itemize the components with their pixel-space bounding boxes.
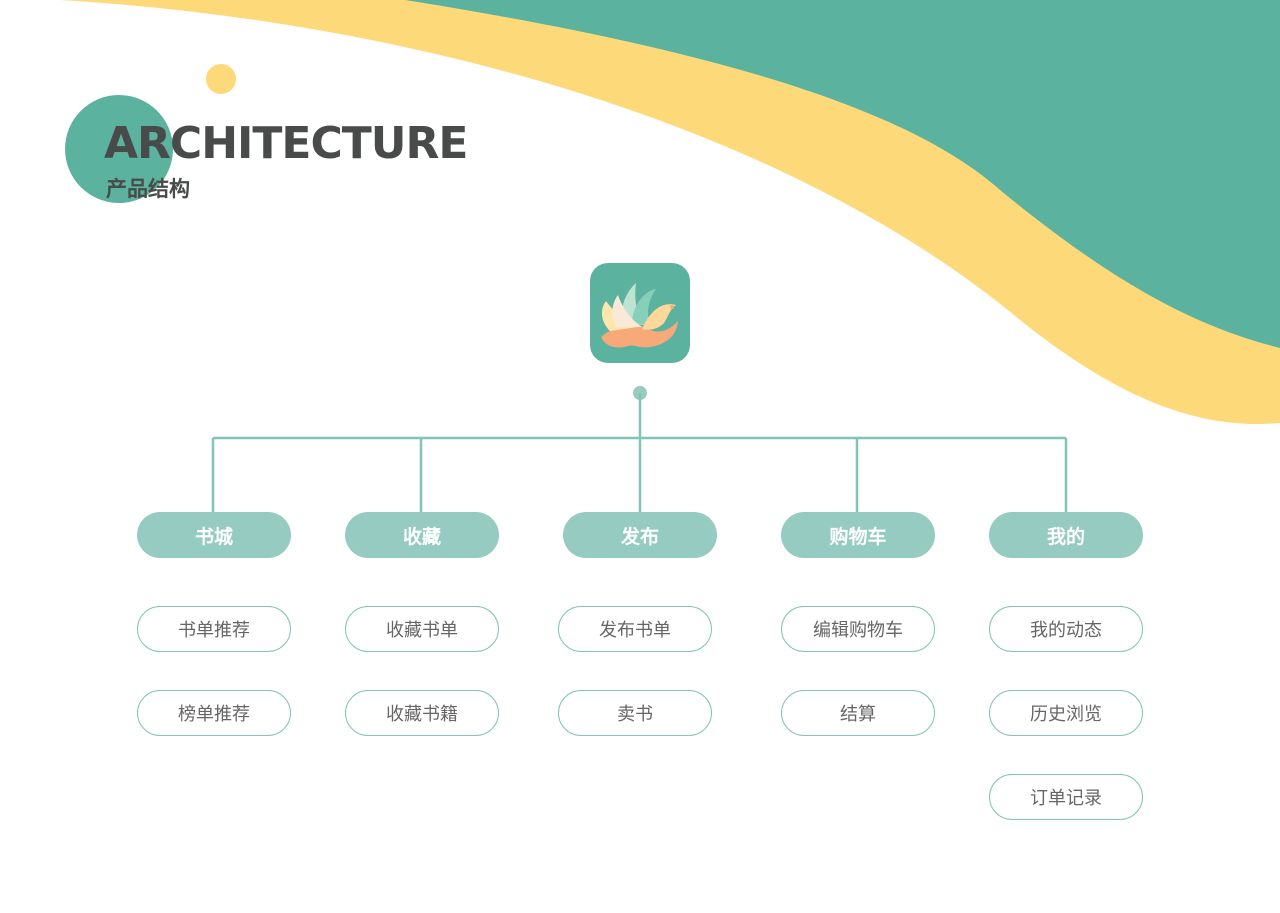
- sub-node-lishi-liulan[interactable]: 历史浏览: [989, 690, 1143, 736]
- sub-node-jiesuan[interactable]: 结算: [781, 690, 935, 736]
- sub-node-shoucang-shudan[interactable]: 收藏书单: [345, 606, 499, 652]
- category-node-shucheng[interactable]: 书城: [137, 512, 291, 558]
- teal-wave: [405, 0, 1280, 348]
- sub-node-bianji-gouwuche[interactable]: 编辑购物车: [781, 606, 935, 652]
- book-bird-logo-icon: [590, 263, 690, 363]
- sub-node-dingdan-jilu[interactable]: 订单记录: [989, 774, 1143, 820]
- decorative-yellow-circle: [206, 64, 236, 94]
- category-node-wode[interactable]: 我的: [989, 512, 1143, 558]
- sub-node-shoucang-shuji[interactable]: 收藏书籍: [345, 690, 499, 736]
- title-block: ARCHITECTURE 产品结构: [0, 0, 600, 230]
- sub-node-shudan-tuijian[interactable]: 书单推荐: [137, 606, 291, 652]
- page-title: ARCHITECTURE: [104, 118, 468, 169]
- decorative-teal-circle: [65, 95, 173, 203]
- sub-node-bangdan-tuijian[interactable]: 榜单推荐: [137, 690, 291, 736]
- category-node-fabu[interactable]: 发布: [563, 512, 717, 558]
- sub-node-wode-dongtai[interactable]: 我的动态: [989, 606, 1143, 652]
- sub-node-fabu-shudan[interactable]: 发布书单: [558, 606, 712, 652]
- category-node-gouwuche[interactable]: 购物车: [781, 512, 935, 558]
- sub-node-maishu[interactable]: 卖书: [558, 690, 712, 736]
- category-node-shoucang[interactable]: 收藏: [345, 512, 499, 558]
- page-subtitle: 产品结构: [106, 177, 190, 201]
